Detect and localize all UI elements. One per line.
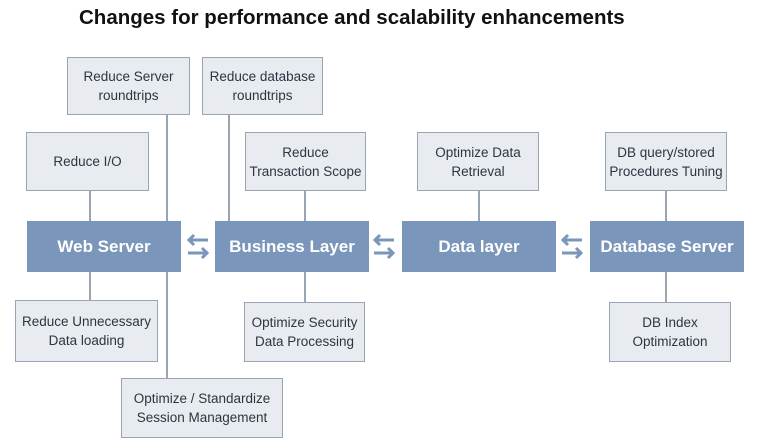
layer-web-server: Web Server (27, 221, 181, 272)
connector-reduce-io (89, 191, 91, 221)
arrow-web-business (186, 233, 210, 260)
note-reduce-unnecessary-data-loading: Reduce Unnecessary Data loading (15, 300, 158, 362)
connector-transaction-scope (304, 191, 306, 221)
layer-business-layer: Business Layer (215, 221, 369, 272)
diagram-title: Changes for performance and scalability … (79, 6, 625, 29)
note-db-query-tuning: DB query/stored Procedures Tuning (605, 132, 727, 191)
connector-unnecessary-data (89, 272, 91, 300)
arrow-data-database (560, 233, 584, 260)
arrow-business-data (372, 233, 396, 260)
note-optimize-session-management: Optimize / Standardize Session Managemen… (121, 378, 283, 438)
connector-data-retrieval (478, 191, 480, 221)
note-db-index-optimization: DB Index Optimization (609, 302, 731, 362)
layer-data-layer: Data layer (402, 221, 556, 272)
note-reduce-transaction-scope: Reduce Transaction Scope (245, 132, 366, 191)
layer-database-server: Database Server (590, 221, 744, 272)
note-optimize-data-retrieval: Optimize Data Retrieval (417, 132, 539, 191)
connector-security (304, 272, 306, 302)
note-optimize-security: Optimize Security Data Processing (244, 302, 365, 362)
note-reduce-server-roundtrips: Reduce Server roundtrips (67, 57, 190, 115)
connector-db-query (665, 191, 667, 221)
note-reduce-io: Reduce I/O (26, 132, 149, 191)
connector-database-roundtrips (228, 115, 230, 221)
connector-db-index (665, 272, 667, 302)
note-reduce-database-roundtrips: Reduce database roundtrips (202, 57, 323, 115)
